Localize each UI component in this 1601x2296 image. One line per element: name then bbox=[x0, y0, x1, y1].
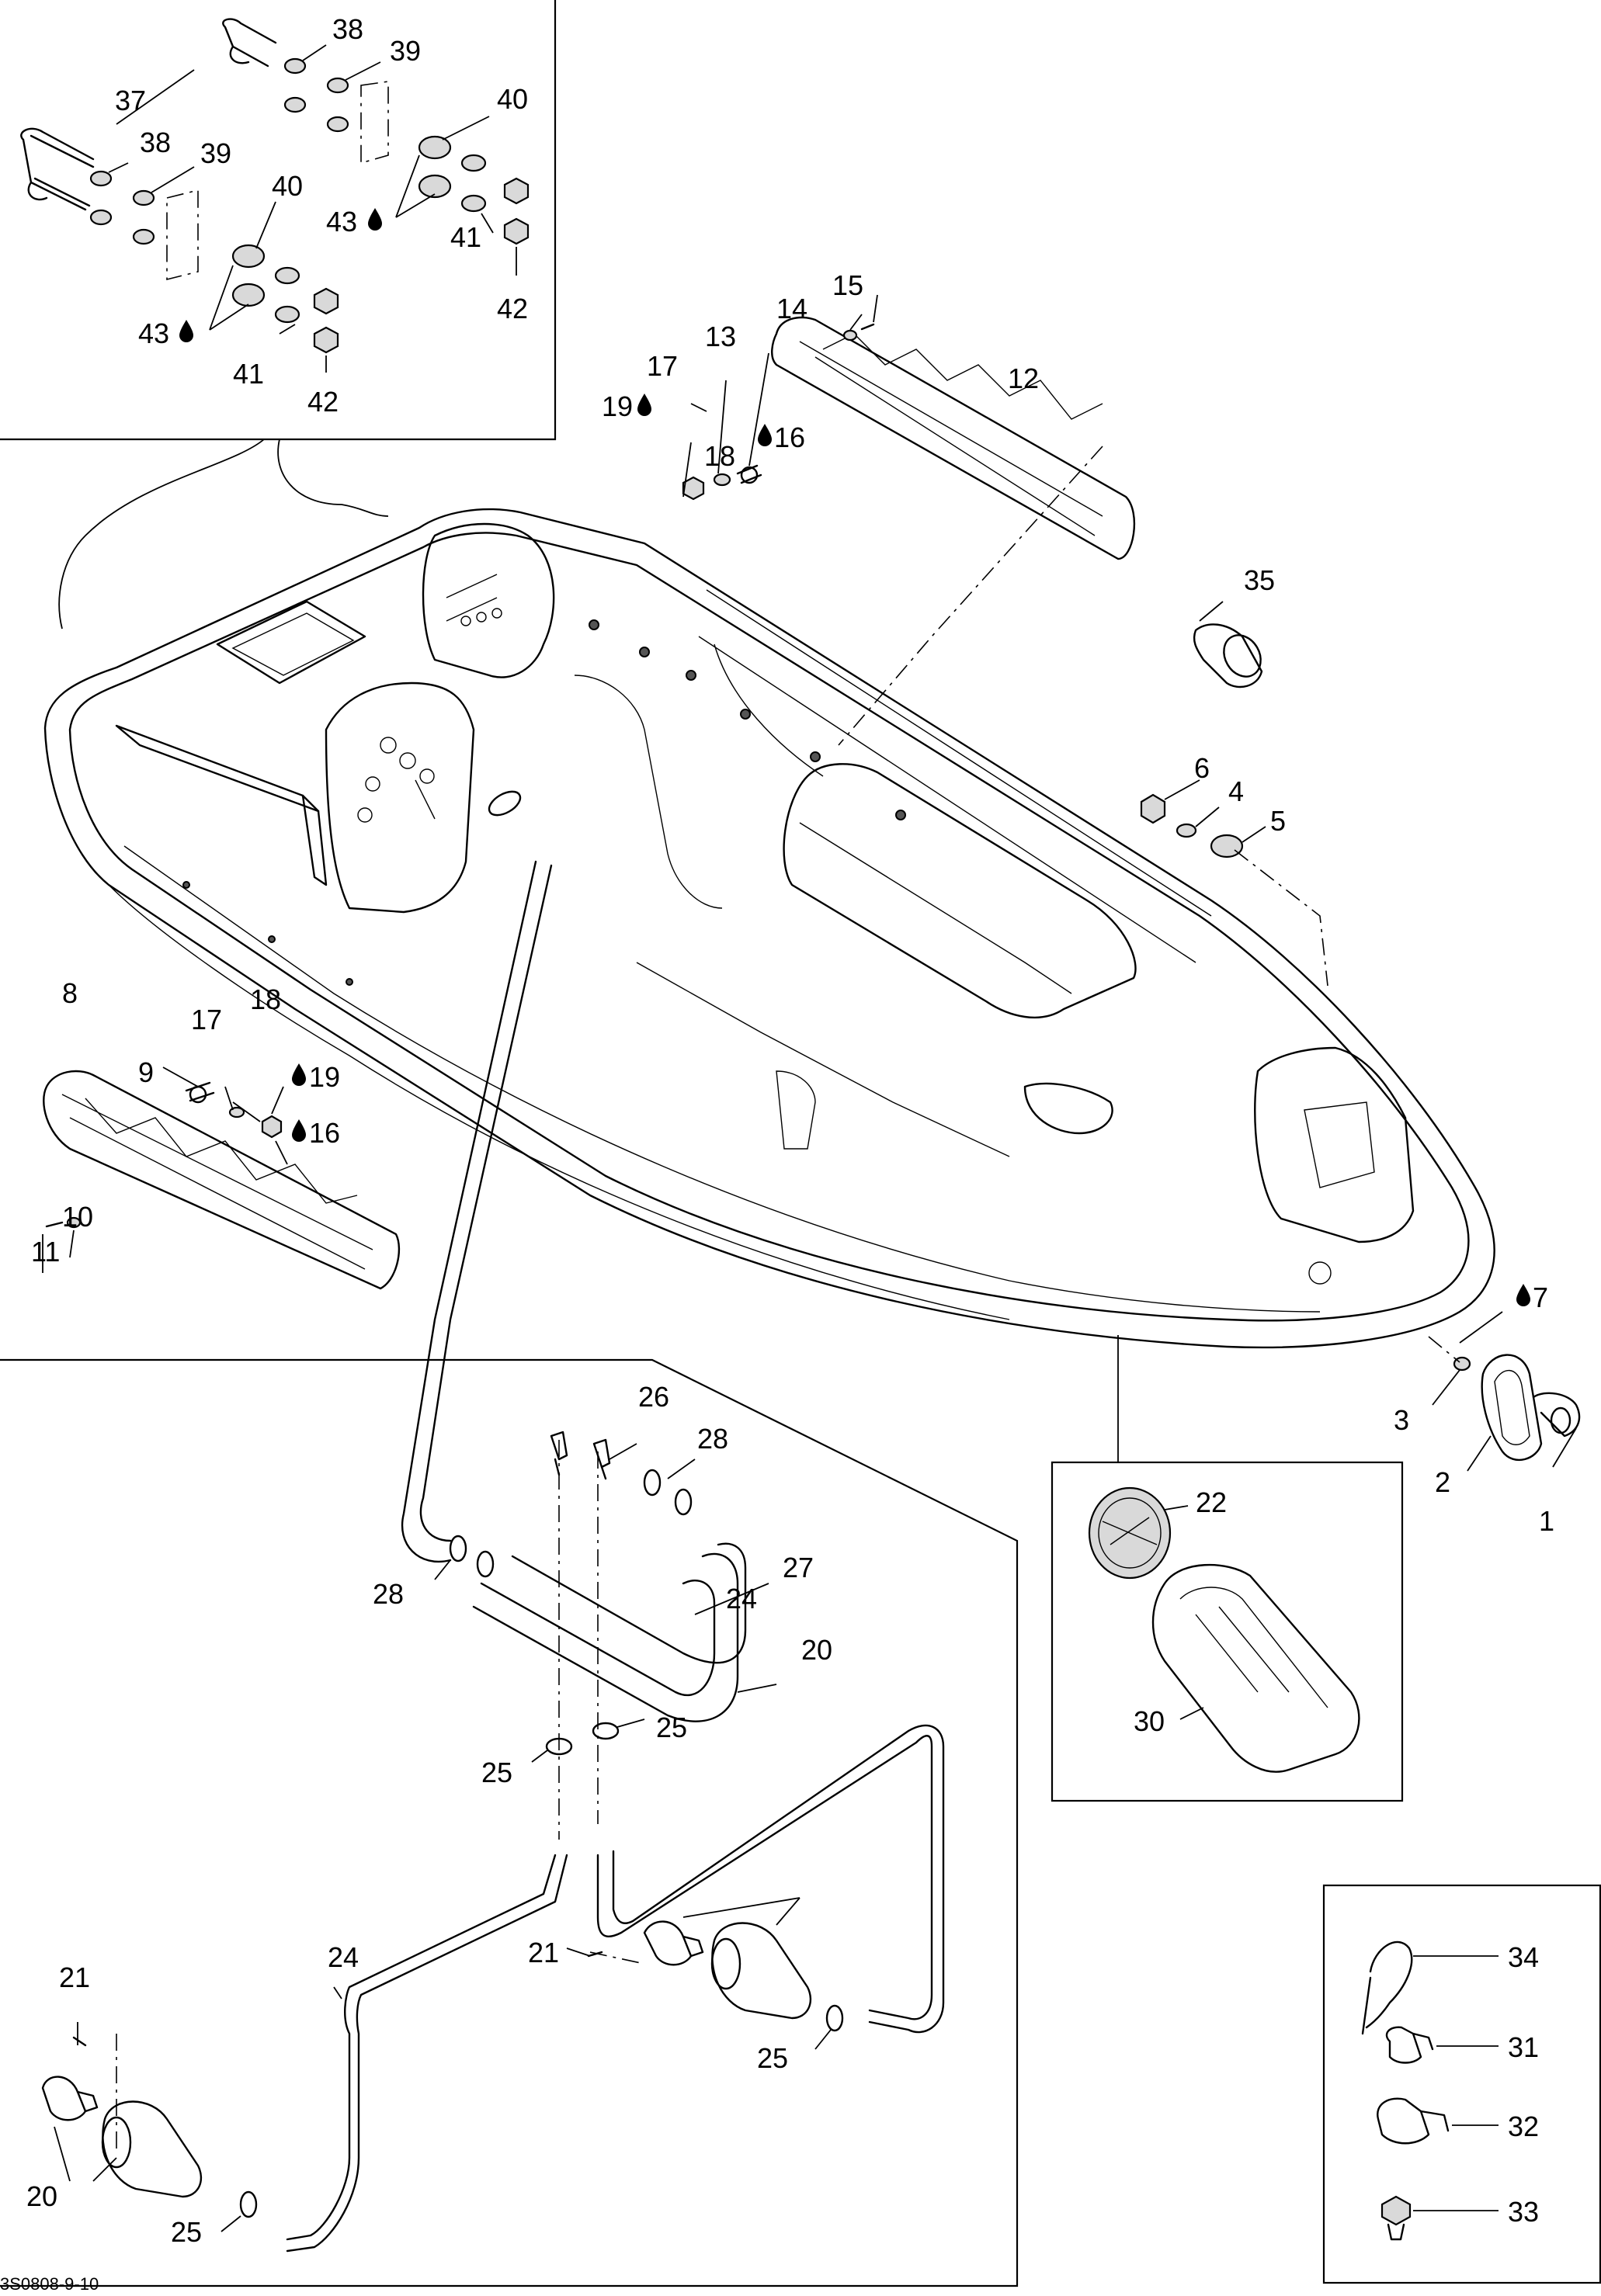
callout-37: 37 bbox=[115, 85, 146, 116]
drop-icon bbox=[368, 208, 382, 231]
callout-8: 8 bbox=[62, 977, 78, 1009]
callout-35: 35 bbox=[1244, 564, 1275, 596]
hose-fittings bbox=[54, 1431, 844, 2232]
callout-22: 22 bbox=[1196, 1486, 1227, 1518]
callout-20a: 20 bbox=[801, 1634, 832, 1666]
callout-25c: 25 bbox=[757, 2042, 788, 2074]
callout-10: 10 bbox=[62, 1201, 93, 1233]
callout-18a: 18 bbox=[704, 440, 735, 472]
callout-11: 11 bbox=[31, 1236, 60, 1268]
callout-12: 12 bbox=[1008, 362, 1039, 394]
drop-icon bbox=[1516, 1284, 1530, 1306]
callout-19b: 19 bbox=[309, 1061, 340, 1093]
callout-21a: 21 bbox=[528, 1937, 559, 1968]
callout-16b: 16 bbox=[309, 1117, 340, 1149]
callout-40a: 40 bbox=[497, 83, 528, 115]
callout-43a: 43 bbox=[326, 206, 357, 238]
callout-3: 3 bbox=[1394, 1404, 1409, 1436]
drop-icon bbox=[758, 424, 772, 446]
callout-39a: 39 bbox=[390, 35, 421, 67]
callout-38b: 38 bbox=[140, 127, 171, 158]
handles-assembly bbox=[20, 18, 530, 629]
callout-17b: 17 bbox=[191, 1004, 222, 1035]
callout-34: 34 bbox=[1508, 1941, 1539, 1973]
callout-41b: 41 bbox=[233, 358, 264, 390]
callout-1: 1 bbox=[1539, 1505, 1554, 1537]
hull bbox=[43, 508, 1495, 1349]
callout-30: 30 bbox=[1134, 1705, 1165, 1737]
hull-mounting-holes bbox=[182, 619, 906, 986]
drop-icon bbox=[292, 1063, 306, 1086]
callout-19a: 19 bbox=[602, 390, 633, 422]
callout-25a: 25 bbox=[656, 1712, 687, 1743]
callout-33: 33 bbox=[1508, 2196, 1539, 2228]
tie-wrap-icon bbox=[1361, 1941, 1499, 2035]
callout-27: 27 bbox=[783, 1552, 814, 1583]
callout-39b: 39 bbox=[200, 137, 231, 169]
hull-fittings bbox=[838, 446, 1328, 987]
fasteners-assembly bbox=[1361, 1941, 1499, 2241]
bow-eye-assembly bbox=[1428, 1311, 1581, 1472]
callout-28a: 28 bbox=[697, 1423, 728, 1455]
callout-42b: 42 bbox=[307, 386, 339, 418]
drop-icon bbox=[179, 320, 193, 342]
callout-41a: 41 bbox=[450, 221, 481, 253]
callout-5: 5 bbox=[1270, 805, 1286, 837]
callout-38a: 38 bbox=[332, 13, 363, 45]
hose-clamp-icon bbox=[1377, 2026, 1499, 2145]
callout-31: 31 bbox=[1508, 2031, 1539, 2063]
callout-2: 2 bbox=[1435, 1466, 1450, 1498]
callout-28b: 28 bbox=[373, 1578, 404, 1610]
push-rivet-icon bbox=[1380, 2195, 1499, 2241]
callout-25d: 25 bbox=[171, 2216, 202, 2248]
callout-40b: 40 bbox=[272, 170, 303, 202]
callout-15: 15 bbox=[832, 269, 863, 301]
bumper-icon bbox=[43, 316, 1136, 1290]
callout-16a: 16 bbox=[774, 421, 805, 453]
callout-6: 6 bbox=[1194, 752, 1210, 784]
callout-18b: 18 bbox=[250, 983, 281, 1015]
callout-25b: 25 bbox=[481, 1757, 512, 1788]
diagram-reference: 3S0808-9-10 bbox=[0, 2274, 99, 2294]
grab-handle-icon bbox=[20, 18, 277, 211]
bilge-hoses bbox=[116, 860, 945, 2253]
callout-32: 32 bbox=[1508, 2110, 1539, 2142]
callout-17a: 17 bbox=[647, 350, 678, 382]
callout-24a: 24 bbox=[726, 1583, 757, 1614]
callout-42a: 42 bbox=[497, 293, 528, 324]
callout-13: 13 bbox=[705, 321, 736, 352]
callout-7: 7 bbox=[1533, 1282, 1548, 1313]
callout-4: 4 bbox=[1228, 775, 1244, 807]
bumper-fasteners bbox=[42, 294, 878, 1273]
drain-plug-icon bbox=[41, 1920, 812, 2198]
callout-21b: 21 bbox=[59, 1961, 90, 1993]
callout-20b: 20 bbox=[26, 2180, 57, 2212]
storage-bin-assembly bbox=[1088, 1335, 1360, 1773]
callout-26: 26 bbox=[638, 1381, 669, 1413]
callout-labels: 1 2 3 4 5 6 7 8 9 10 11 12 13 14 15 16 1… bbox=[0, 13, 1554, 2294]
drop-icon bbox=[292, 1119, 306, 1142]
drain-detail-frame bbox=[0, 1358, 1019, 2287]
fasteners-detail-frame bbox=[1322, 1884, 1601, 2284]
handles-detail-frame bbox=[0, 0, 557, 441]
callout-43b: 43 bbox=[138, 317, 169, 349]
callout-14: 14 bbox=[776, 293, 807, 324]
storage-detail-frame bbox=[1051, 1461, 1404, 1802]
callout-9: 9 bbox=[138, 1056, 154, 1088]
callout-24b: 24 bbox=[328, 1941, 359, 1973]
drop-icon bbox=[637, 394, 651, 416]
